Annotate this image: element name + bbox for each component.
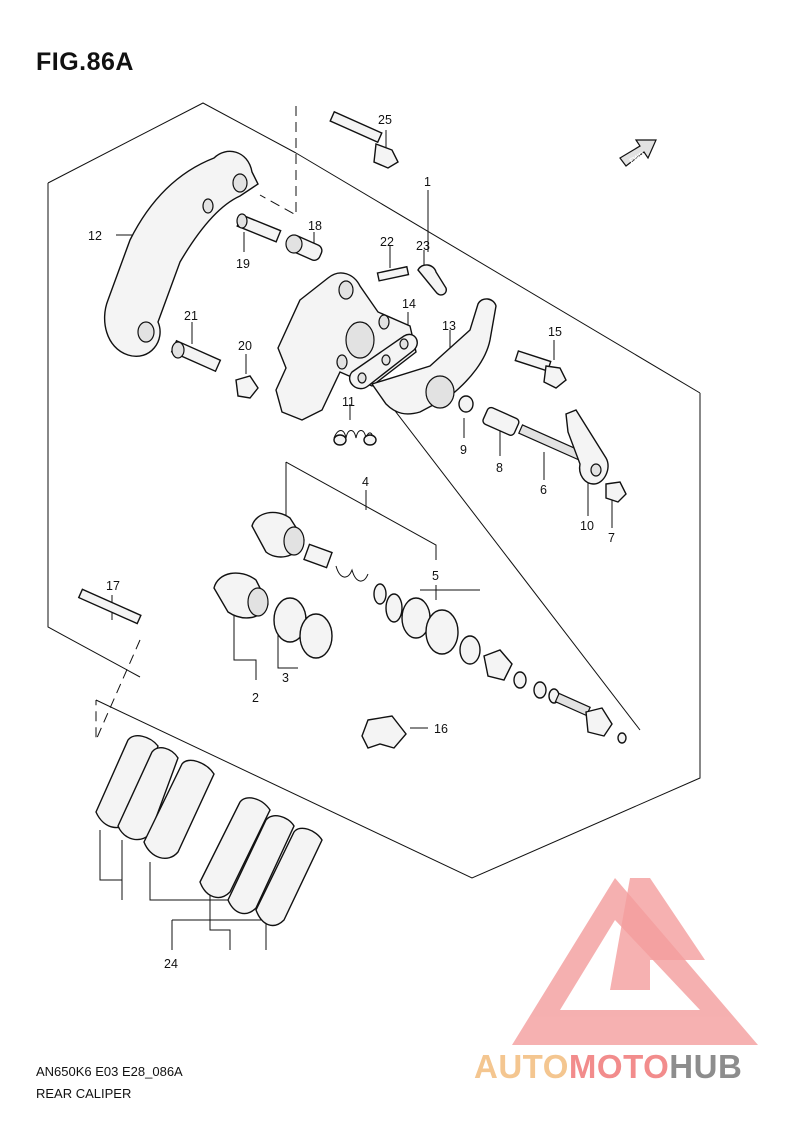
- diagram-code: AN650K6 E03 E28_086A: [36, 1064, 183, 1079]
- part-3-seals: [273, 597, 333, 659]
- assembly-frame: [47, 102, 701, 879]
- watermark-triangle: [512, 878, 758, 1045]
- part-19-pin: [236, 213, 282, 243]
- part-2-piston: [213, 572, 269, 619]
- callout-23: 23: [416, 239, 430, 253]
- callout-22: 22: [380, 235, 394, 249]
- callout-21: 21: [184, 309, 198, 323]
- part-12-bracket: [104, 150, 259, 358]
- callout-13: 13: [442, 319, 456, 333]
- callout-12: 12: [88, 229, 102, 243]
- diagram-caption: REAR CALIPER: [36, 1086, 132, 1101]
- part-8-adjuster: [482, 406, 520, 436]
- callout-4: 4: [362, 475, 369, 489]
- callout-24: 24: [164, 957, 178, 971]
- part-20-nut: [235, 375, 259, 399]
- callout-11: 11: [342, 395, 355, 409]
- part-21-bolt: [170, 339, 222, 373]
- callout-25: 25: [378, 113, 392, 127]
- part-14-plate: [349, 333, 418, 390]
- callout-2: 2: [252, 691, 259, 705]
- callout-9: 9: [460, 443, 467, 457]
- part-24-brake-pads: [95, 735, 323, 927]
- callout-labels: 1 2 3 4 5 6 7 8 9 10 11 12 13 14 15 16 1…: [88, 113, 615, 971]
- part-15-bolt: [514, 350, 567, 389]
- watermark-part-b: MOTO: [568, 1048, 670, 1085]
- callout-20: 20: [238, 339, 252, 353]
- callout-16: 16: [434, 722, 448, 736]
- part-25-bolt: [329, 110, 399, 169]
- watermark-part-a: AUTO: [474, 1048, 569, 1085]
- callout-5: 5: [432, 569, 439, 583]
- part-5-inner-assembly: [303, 543, 627, 744]
- callout-15: 15: [548, 325, 562, 339]
- callout-6: 6: [540, 483, 547, 497]
- part-23-cap: [417, 264, 448, 296]
- callout-14: 14: [402, 297, 416, 311]
- callout-19: 19: [236, 257, 250, 271]
- part-9-o-ring: [458, 395, 474, 413]
- callout-7: 7: [608, 531, 615, 545]
- watermark-logo: [512, 878, 758, 1045]
- fwd-arrow-icon: FWD: [619, 139, 657, 167]
- part-11-spring: [333, 430, 377, 446]
- part-17-pin: [77, 588, 142, 625]
- part-4-piston: [251, 511, 305, 558]
- callout-10: 10: [580, 519, 594, 533]
- part-18-pin: [285, 234, 323, 262]
- part-22-bleeder-screw: [376, 265, 410, 282]
- watermark-text: AUTOMOTOHUB: [474, 1048, 742, 1086]
- callout-17: 17: [106, 579, 120, 593]
- caliper-body: [275, 272, 417, 421]
- figure-title: FIG.86A: [36, 48, 134, 76]
- callout-1: 1: [424, 175, 431, 189]
- watermark-part-c: HUB: [669, 1048, 743, 1085]
- watermark-triangle-inner: [610, 878, 705, 990]
- part-7-nut: [605, 481, 627, 503]
- callout-3: 3: [282, 671, 289, 685]
- callout-8: 8: [496, 461, 503, 475]
- part-13-lever: [370, 298, 497, 415]
- part-16-clip: [361, 715, 407, 749]
- part-10-lever: [565, 409, 609, 485]
- callout-18: 18: [308, 219, 322, 233]
